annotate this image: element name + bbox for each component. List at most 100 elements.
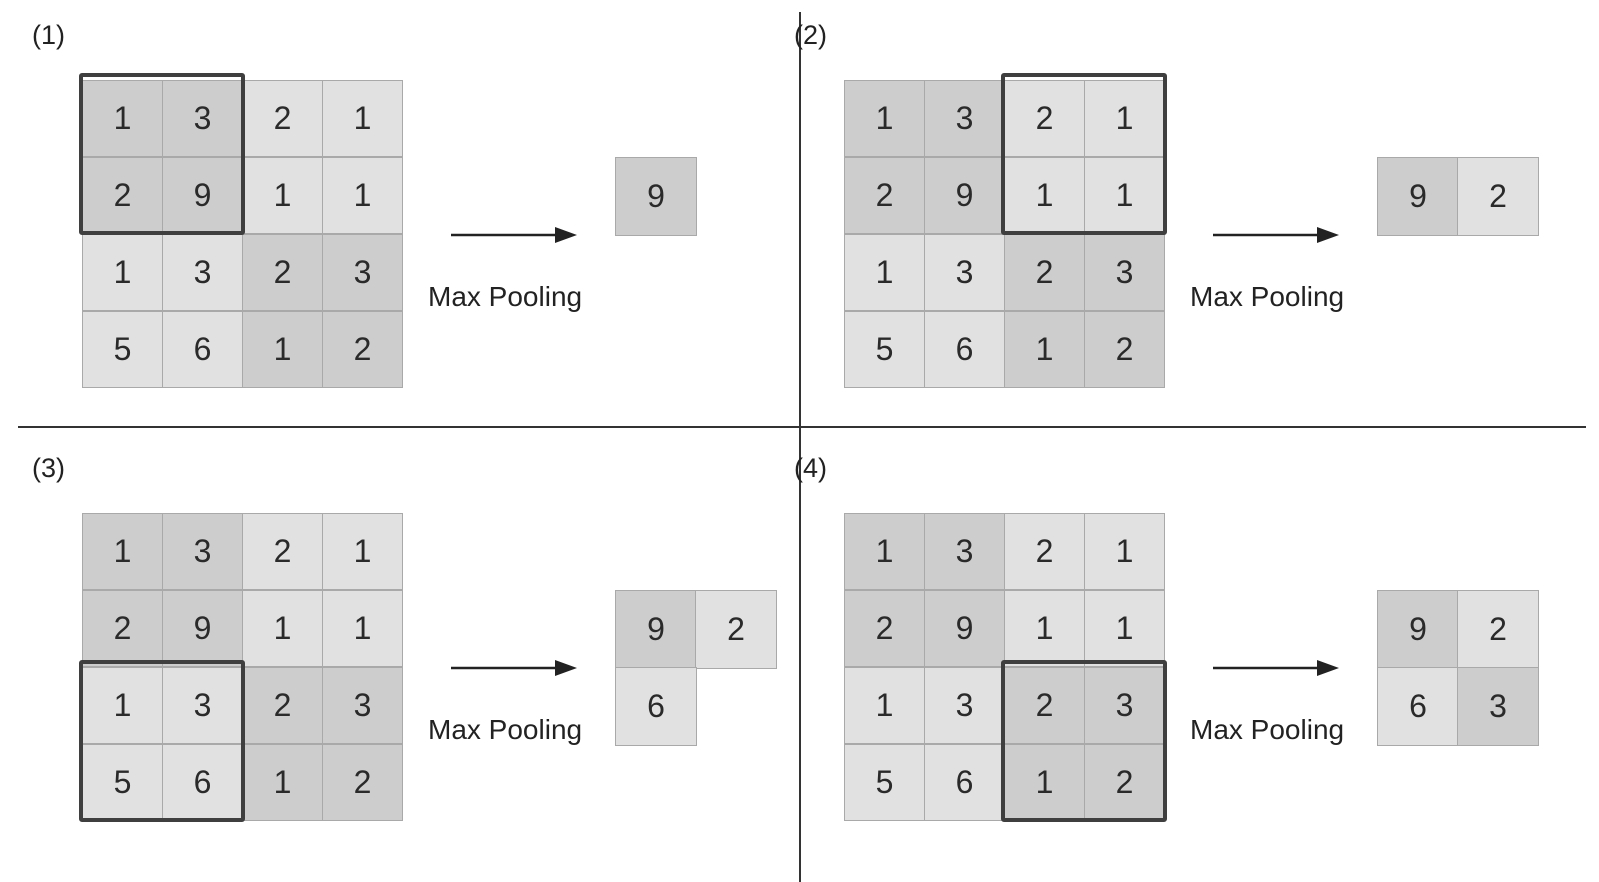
input-cell: 2 xyxy=(1084,311,1165,388)
right-arrow-icon xyxy=(451,658,581,678)
output-cell: 3 xyxy=(1457,667,1539,746)
panel-label: (1) xyxy=(32,20,65,50)
output-cell: 9 xyxy=(1377,590,1459,669)
vertical-divider xyxy=(799,12,801,882)
input-cell: 5 xyxy=(844,744,925,821)
output-cell: 2 xyxy=(695,590,777,669)
input-cell: 3 xyxy=(162,80,243,157)
pooling-window xyxy=(79,73,245,235)
panel-label: (3) xyxy=(32,453,65,483)
input-cell: 2 xyxy=(1004,667,1085,744)
right-arrow-icon xyxy=(1213,225,1343,245)
output-cell: 9 xyxy=(615,157,697,236)
horizontal-divider xyxy=(18,426,1586,428)
output-cell: 2 xyxy=(1457,590,1539,669)
input-cell: 3 xyxy=(1084,234,1165,311)
input-cell: 5 xyxy=(844,311,925,388)
output-cell: 6 xyxy=(615,667,697,746)
input-cell: 2 xyxy=(82,157,163,234)
input-cell: 3 xyxy=(924,667,1005,744)
right-arrow-icon xyxy=(451,225,581,245)
input-cell: 1 xyxy=(844,234,925,311)
panel-label: (2) xyxy=(794,20,827,50)
input-cell: 3 xyxy=(322,667,403,744)
input-cell: 2 xyxy=(82,590,163,667)
pooling-window xyxy=(1001,73,1167,235)
input-cell: 1 xyxy=(844,80,925,157)
input-cell: 3 xyxy=(924,234,1005,311)
operation-label: Max Pooling xyxy=(428,281,583,312)
input-cell: 1 xyxy=(242,157,323,234)
input-cell: 1 xyxy=(844,513,925,590)
input-cell: 3 xyxy=(162,513,243,590)
input-cell: 1 xyxy=(1084,513,1165,590)
input-cell: 1 xyxy=(82,513,163,590)
operation-label: Max Pooling xyxy=(428,714,583,745)
input-cell: 1 xyxy=(1004,590,1085,667)
input-cell: 3 xyxy=(1084,667,1165,744)
input-cell: 3 xyxy=(162,667,243,744)
input-cell: 6 xyxy=(924,311,1005,388)
input-cell: 6 xyxy=(162,311,243,388)
input-cell: 1 xyxy=(242,311,323,388)
input-cell: 1 xyxy=(322,513,403,590)
input-cell: 1 xyxy=(242,744,323,821)
input-cell: 2 xyxy=(242,80,323,157)
input-cell: 2 xyxy=(1004,234,1085,311)
pooling-window xyxy=(1001,660,1167,822)
input-cell: 1 xyxy=(82,234,163,311)
input-cell: 1 xyxy=(1084,157,1165,234)
input-cell: 6 xyxy=(162,744,243,821)
output-feature-map: 9 xyxy=(615,157,779,315)
panel-label: (4) xyxy=(794,453,827,483)
input-cell: 9 xyxy=(924,157,1005,234)
input-cell: 1 xyxy=(1084,80,1165,157)
input-cell: 1 xyxy=(1084,590,1165,667)
input-cell: 1 xyxy=(844,667,925,744)
input-cell: 3 xyxy=(924,80,1005,157)
operation-label: Max Pooling xyxy=(1190,281,1345,312)
input-cell: 2 xyxy=(242,513,323,590)
input-cell: 2 xyxy=(322,311,403,388)
input-cell: 2 xyxy=(242,667,323,744)
input-cell: 1 xyxy=(1004,311,1085,388)
output-cell: 6 xyxy=(1377,667,1459,746)
input-cell: 2 xyxy=(1004,513,1085,590)
input-cell: 2 xyxy=(844,590,925,667)
output-cell: 2 xyxy=(1457,157,1539,236)
input-cell: 2 xyxy=(1084,744,1165,821)
input-cell: 9 xyxy=(924,590,1005,667)
input-cell: 1 xyxy=(82,80,163,157)
operation-label: Max Pooling xyxy=(1190,714,1345,745)
right-arrow-icon xyxy=(1213,658,1343,678)
output-cell: 9 xyxy=(1377,157,1459,236)
input-cell: 3 xyxy=(322,234,403,311)
input-cell: 2 xyxy=(242,234,323,311)
input-cell: 6 xyxy=(924,744,1005,821)
pooling-window xyxy=(79,660,245,822)
input-cell: 3 xyxy=(924,513,1005,590)
input-cell: 2 xyxy=(1004,80,1085,157)
input-cell: 9 xyxy=(162,590,243,667)
input-cell: 3 xyxy=(162,234,243,311)
input-cell: 9 xyxy=(162,157,243,234)
input-cell: 1 xyxy=(82,667,163,744)
input-cell: 1 xyxy=(322,157,403,234)
input-cell: 1 xyxy=(322,590,403,667)
input-cell: 2 xyxy=(844,157,925,234)
input-cell: 2 xyxy=(322,744,403,821)
input-cell: 1 xyxy=(322,80,403,157)
output-cell: 9 xyxy=(615,590,697,669)
input-cell: 1 xyxy=(242,590,323,667)
